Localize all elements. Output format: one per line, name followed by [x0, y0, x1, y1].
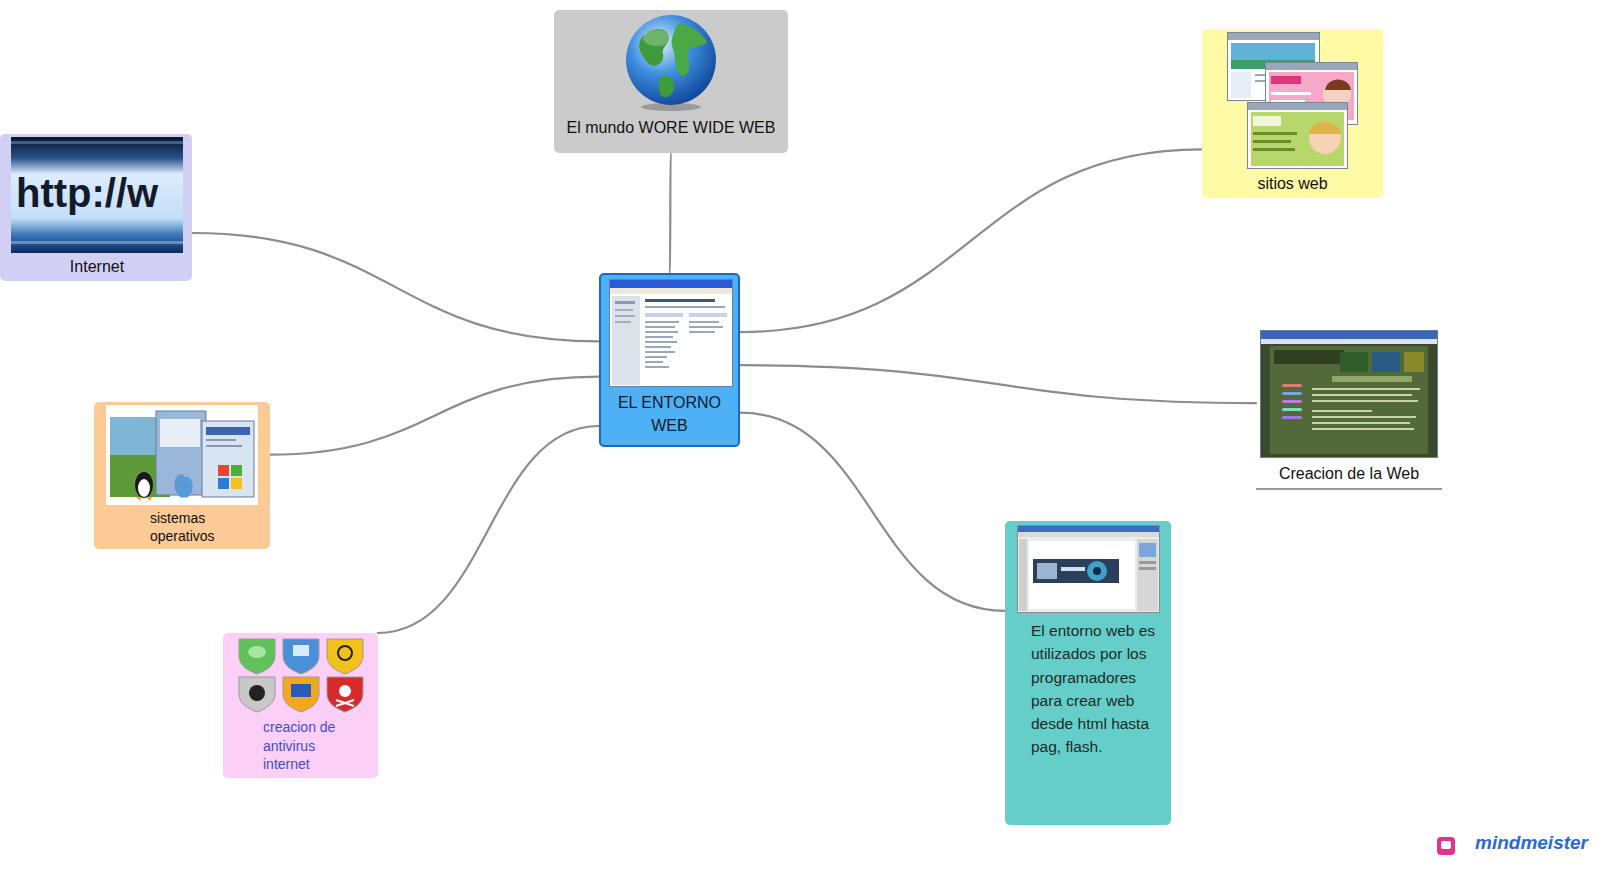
shields-illustration	[235, 636, 367, 714]
editor-illustration	[1017, 525, 1160, 613]
topic-box: creacion de antivirus internet	[223, 633, 378, 778]
node-text: creacion de antivirus internet	[229, 714, 363, 774]
screen-illustration	[609, 279, 733, 387]
watermark-icon	[1436, 836, 1456, 856]
topic-underlined: Creacion de la Web	[1256, 330, 1442, 490]
sites-illustration	[1227, 32, 1359, 170]
topic-box: sitios web	[1202, 29, 1383, 198]
node-text: El mundo WORE WIDE WEB	[560, 112, 782, 138]
node-text: EL ENTORNO WEB	[609, 387, 730, 437]
node-text: sitios web	[1208, 170, 1377, 194]
os-illustration	[106, 405, 258, 505]
globe-illustration	[623, 14, 719, 112]
branch-connector	[740, 365, 1256, 403]
url-text: http://w	[16, 170, 158, 216]
http-illustration	[11, 137, 183, 253]
branch-connector	[669, 153, 672, 273]
branch-connector	[378, 426, 599, 633]
node-text: El entorno web es utilizados por los pro…	[1011, 613, 1157, 759]
central-topic: EL ENTORNO WEB	[599, 273, 740, 447]
green-illustration	[1260, 330, 1438, 458]
branch-connector	[192, 233, 599, 341]
branch-connector	[740, 413, 1005, 611]
note-box: El entorno web es utilizados por los pro…	[1005, 521, 1171, 825]
branch-connector	[740, 149, 1202, 332]
node-text: Internet	[10, 253, 184, 277]
watermark: mindmeister	[1475, 832, 1588, 854]
topic-box: El mundo WORE WIDE WEB	[554, 10, 788, 153]
node-text: sistemas operativos	[100, 505, 264, 545]
topic-box: sistemas operativos	[94, 402, 270, 549]
node-text: Creacion de la Web	[1258, 458, 1440, 484]
topic-box: Internet	[0, 134, 192, 281]
